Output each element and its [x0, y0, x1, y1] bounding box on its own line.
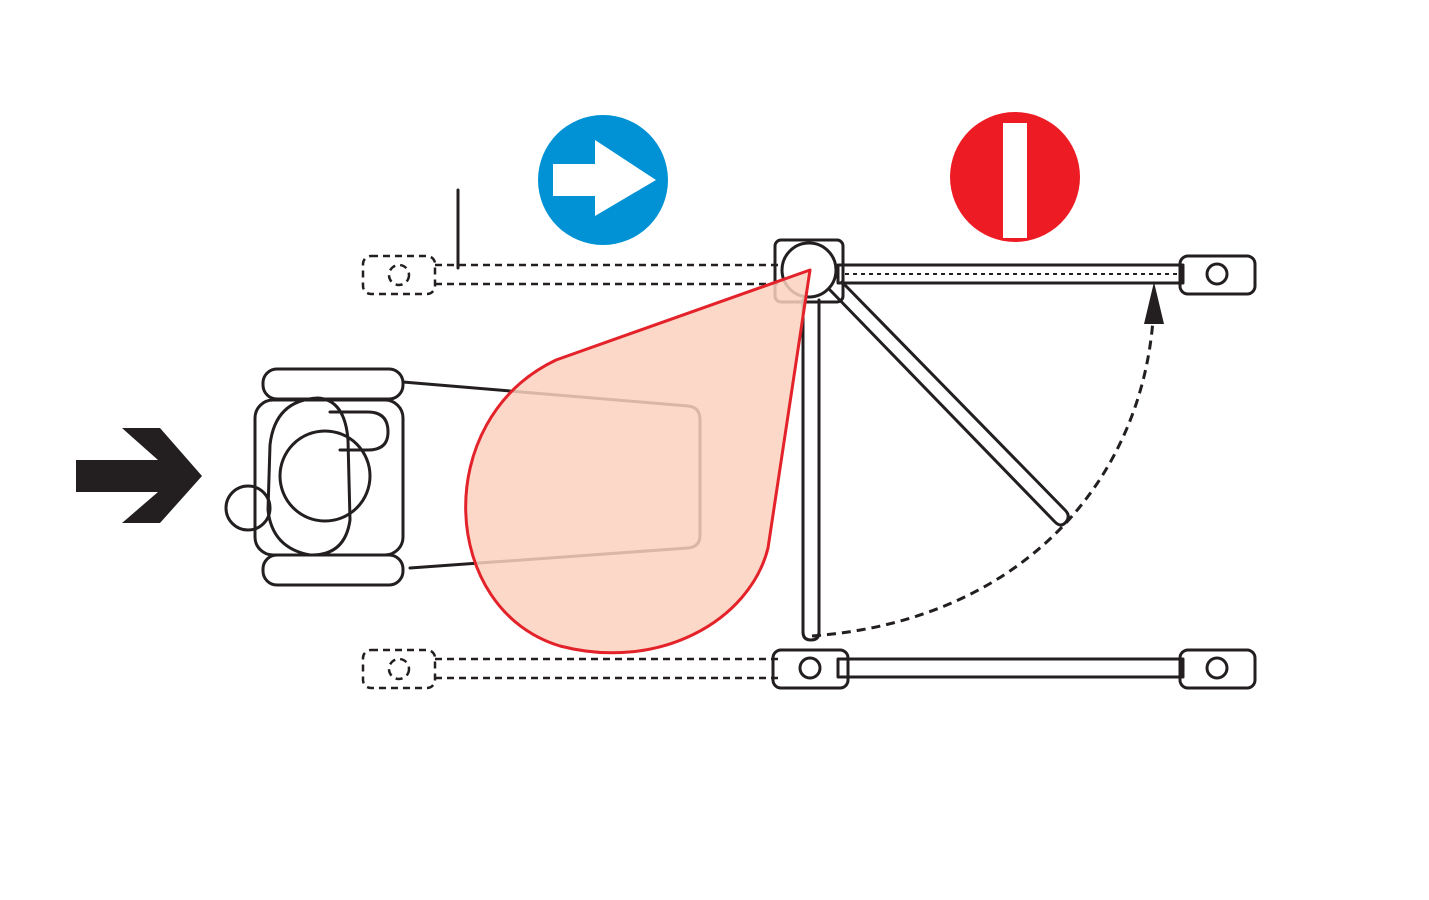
tripod-arms [801, 280, 1070, 642]
entry-allowed-sign-icon [538, 115, 668, 245]
turnstile-hub [773, 238, 845, 304]
upper-dashed-rail [361, 254, 780, 296]
no-entry-sign-icon [950, 112, 1080, 242]
upper-barrier-arm [836, 254, 1257, 296]
lower-barrier-arm [771, 648, 1257, 690]
sensor-detection-zone [464, 268, 812, 655]
swing-arc-arrow-icon [811, 282, 1164, 638]
arrow-right-icon [76, 428, 202, 523]
lower-dashed-rail [361, 648, 780, 690]
